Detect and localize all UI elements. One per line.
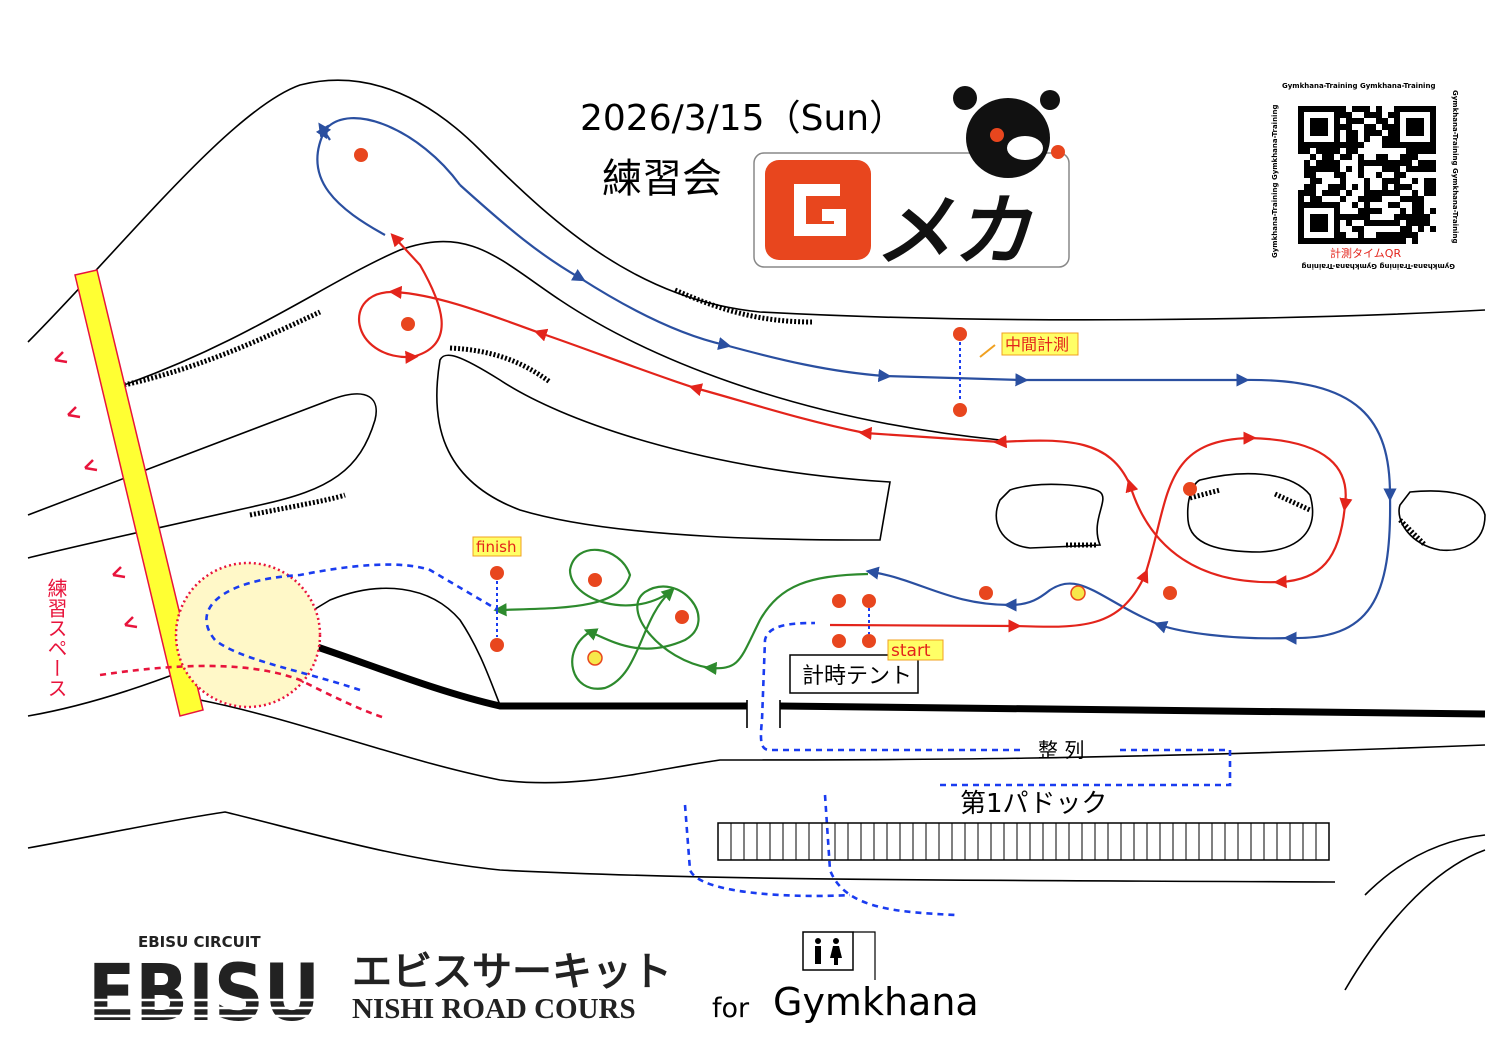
practice-circle [174,561,322,709]
event-title: 練習会 [602,156,722,202]
svg-text:EBISU CIRCUIT: EBISU CIRCUIT [138,933,261,951]
svg-text:EBISU: EBISU [88,949,320,1039]
red-route [357,233,1353,633]
circuit-name-kana: エビスサーキット [352,949,672,995]
start-label: start [891,641,931,661]
ebisu-logo: EBISU CIRCUIT EBISU [88,933,320,1039]
practice-space-label: 練習スペース [44,578,68,698]
lineup-label: 整 列 [1038,738,1084,762]
course-name: NISHI ROAD COURS [352,993,636,1025]
paddock-label: 第1パドック [960,789,1107,819]
event-date: 2026/3/15（Sun） [580,98,905,139]
for-label: for [712,993,750,1024]
blue-route [315,117,1397,645]
green-route [493,548,869,690]
paddock-lineup [683,621,1330,980]
finish-label: finish [476,538,516,556]
timing-tent-box [789,654,919,694]
practice-zone-barrier [74,269,204,717]
cones [354,148,1197,666]
qr-border-text-right: Gymkhana-Training Gymkhana-Training [1451,90,1459,243]
curbs [123,287,1427,548]
midpoint-timing-label: 中間計測 [1005,335,1069,354]
qr-border-text-bottom: Gymkhana-Training Gymkhana-Training [1302,262,1455,270]
qr-border-text-left: Gymkhana-Training Gymkhana-Training [1271,105,1279,258]
timing-tent-label: 計時テント [802,664,912,689]
paddock-stalls [717,822,1330,861]
qr-code: 計測タイムQR Gymkhana-Training Gymkhana-Train… [1271,82,1459,270]
qr-border-text-top: Gymkhana-Training Gymkhana-Training [1282,82,1435,90]
qr-caption: 計測タイムQR [1330,246,1401,260]
restroom-icon [802,931,854,971]
g-meka-logo: メカ [753,86,1070,277]
practice-space [54,269,499,720]
svg-text:メカ: メカ [875,187,1033,277]
gymkhana-label: Gymkhana [773,980,979,1024]
